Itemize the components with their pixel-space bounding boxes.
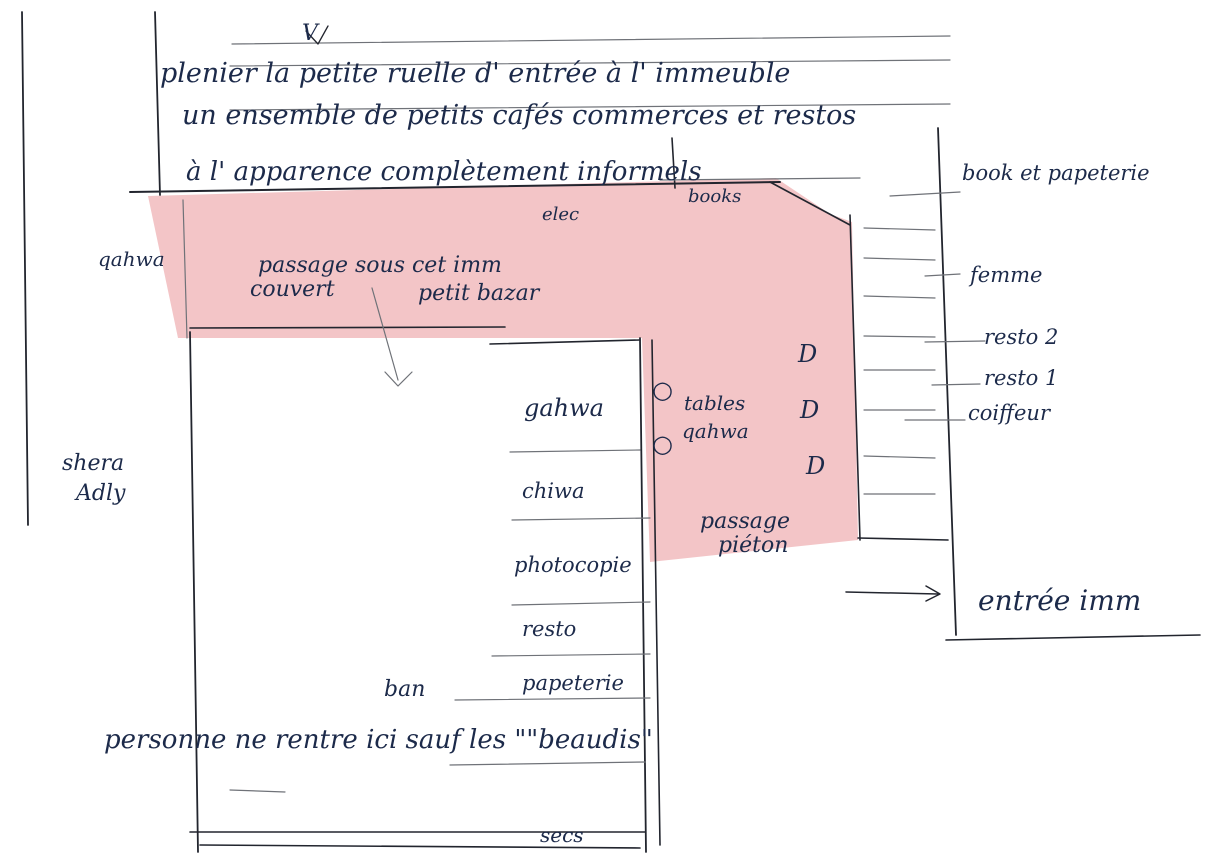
petit-bazar-label: petit bazar <box>418 281 541 306</box>
pencil-lines <box>182 35 986 793</box>
qahwa-left-label: qahwa <box>98 247 165 271</box>
pedestrian-line-2: piéton <box>718 533 788 558</box>
shop-column-labels: gahwa chiwa photocopie resto papeterie <box>514 394 632 695</box>
chair-icon: D <box>799 396 819 424</box>
passage-title: passage sous cet imm <box>258 253 502 278</box>
right-shop-label: coiffeur <box>968 401 1052 425</box>
header-note: V plenier la petite ruelle d' entrée à l… <box>160 21 856 187</box>
right-shop-label: femme <box>968 263 1042 287</box>
adly-label: Adly <box>74 481 126 506</box>
shop-column-label: papeterie <box>522 671 624 695</box>
covered-passage-highlight <box>148 178 858 562</box>
tables-area: ○ ○ tables qahwa D D D <box>652 340 825 480</box>
entry-label: entrée imm <box>978 584 1141 617</box>
secs-label: secs <box>540 823 584 847</box>
elec-label: elec <box>542 204 579 225</box>
shop-column-label: chiwa <box>522 479 585 503</box>
shop-column-label: resto <box>522 617 576 641</box>
ban-label: ban <box>384 677 425 702</box>
header-line-3: à l' apparence complètement informels <box>186 157 702 187</box>
chair-icon: D <box>805 452 825 480</box>
right-shop-labels: book et papeterie femme resto 2 resto 1 coif… <box>962 161 1150 425</box>
right-shop-label: resto 2 <box>984 325 1058 349</box>
books-label: books <box>688 186 741 207</box>
tables-qahwa-label: qahwa <box>682 419 749 443</box>
shera-label: shera <box>62 451 124 476</box>
passage-covered: couvert <box>250 277 335 302</box>
entry-arrow-mark: V <box>302 21 320 46</box>
shop-column-label: photocopie <box>514 553 632 577</box>
header-line-2: un ensemble de petits cafés commerces et… <box>182 100 856 131</box>
tables-label: tables <box>684 391 745 415</box>
table-circle-icon: ○ <box>652 376 673 404</box>
chair-icon: D <box>797 340 817 368</box>
pedestrian-line-1: passage <box>700 509 790 534</box>
right-shop-label: resto 1 <box>984 366 1058 390</box>
shop-column-label: gahwa <box>524 394 604 422</box>
pedestrian-passage: passage piéton <box>700 509 790 558</box>
left-labels: qahwa shera Adly <box>62 247 165 506</box>
arrows <box>305 25 941 602</box>
bottom-note: ban personne ne rentre ici sauf les ""be… <box>104 677 653 847</box>
header-line-1: plenier la petite ruelle d' entrée à l' … <box>160 58 790 89</box>
bottom-sentence: personne ne rentre ici sauf les ""beaudi… <box>104 725 653 755</box>
table-circle-icon: ○ <box>652 430 673 458</box>
right-shop-label: book et papeterie <box>962 161 1150 185</box>
passage-labels: elec books passage sous cet imm couvert … <box>250 186 741 306</box>
